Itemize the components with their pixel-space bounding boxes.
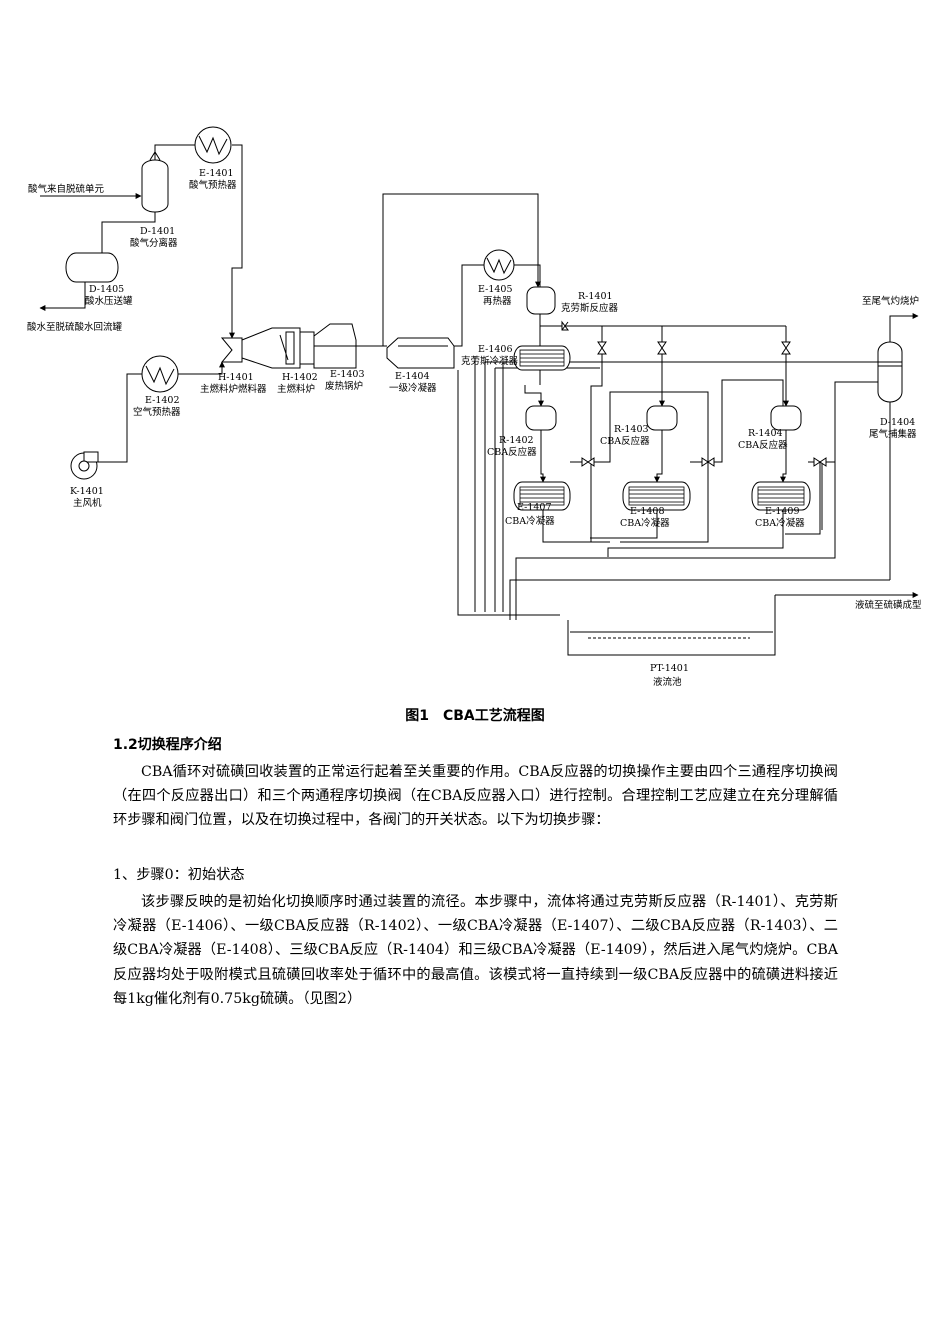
d1401-separator-icon [141,151,169,213]
e1406-id: E-1406 [478,344,513,355]
r1404-id: R-1404 [748,428,783,439]
e1407-condenser-icon [513,481,571,511]
e1402-heater-icon [141,355,179,393]
r1404-reactor-icon [770,405,802,431]
e1407-name: CBA冷凝器 [505,515,555,527]
e1403-id: E-1403 [330,369,365,380]
h1402-name: 主燃料炉 [277,383,315,395]
figure-caption: 图1 CBA工艺流程图 [405,708,545,724]
e1404-condenser-icon [386,337,455,369]
e1405-name: 再热器 [483,295,512,307]
e1404-name: 一级冷凝器 [389,382,437,394]
paragraph-intro: CBA循环对硫磺回收装置的正常运行起着至关重要的作用。CBA反应器的切换操作主要… [113,764,838,829]
process-flow-diagram: 酸气来自脱硫单元 E-1401 酸气预热器 D-1401 酸气分离器 D-140… [27,126,922,688]
e1408-name: CBA冷凝器 [620,517,670,529]
h1401-burner-icon [220,337,243,363]
r1403-reactor-icon [646,405,678,431]
paragraph-step0: 该步骤反映的是初始化切换顺序时通过装置的流径。本步骤中，流体将通过克劳斯反应器（… [113,894,838,1007]
e1401-name: 酸气预热器 [189,179,237,191]
d1401-id: D-1401 [140,226,175,237]
d1405-id: D-1405 [89,284,124,295]
h1402-furnace-icon [241,327,301,369]
d1401-name: 酸气分离器 [130,237,178,249]
e1408-id: E-1408 [630,506,665,517]
section-heading: 1.2切换程序介绍 [113,737,222,753]
d1404-name: 尾气捕集器 [869,428,917,440]
valve-icons [561,320,827,467]
d1405-name: 酸水压送罐 [85,295,133,307]
e1404-id: E-1404 [395,371,430,382]
e1406-name: 克劳斯冷凝器 [461,355,519,367]
e1407-id: E-1407 [517,502,552,513]
pt1401-id: PT-1401 [650,663,689,674]
k1401-name: 主风机 [73,497,102,509]
e1402-name: 空气预热器 [133,406,181,418]
r1403-name: CBA反应器 [600,435,650,447]
pipes-right [457,313,919,630]
sulfur-out-label: 液硫至硫磺成型 [855,599,922,611]
k1401-blower-icon [70,451,99,480]
r1404-name: CBA反应器 [738,439,788,451]
r1402-name: CBA反应器 [487,446,537,458]
e1401-id: E-1401 [199,168,234,179]
to-incinerator-label: 至尾气灼烧炉 [862,295,919,307]
e1409-condenser-icon [751,481,811,511]
acid-gas-feed-label: 酸气来自脱硫单元 [28,183,105,195]
pt1401-name: 液流池 [653,676,682,688]
sour-water-out-label: 酸水至脱硫酸水回流罐 [27,321,123,333]
e1409-id: E-1409 [765,506,800,517]
r1402-id: R-1402 [499,435,534,446]
e1401-heater-icon [194,126,232,164]
r1401-reactor-icon [526,286,556,315]
d1404-coalescer-icon [877,341,903,403]
step0-heading: 1、步骤0：初始状态 [113,867,245,883]
e1406-condenser-icon [513,345,571,371]
k1401-id: K-1401 [70,486,104,497]
e1402-id: E-1402 [145,395,180,406]
e1403-name: 废热锅炉 [325,380,363,392]
e1405-heater-icon [483,249,515,281]
d1404-id: D-1404 [880,417,915,428]
e1403-boiler-icon [299,323,357,369]
r1401-id: R-1401 [578,291,613,302]
h1402-id: H-1402 [282,372,318,383]
h1401-id: H-1401 [218,372,254,383]
r1403-id: R-1403 [614,424,649,435]
r1401-name: 克劳斯反应器 [561,302,619,314]
e1408-condenser-icon [622,481,691,511]
diagram-labels: 酸气来自脱硫单元 E-1401 酸气预热器 D-1401 酸气分离器 D-140… [27,168,922,688]
r1402-reactor-icon [525,405,557,431]
pt1401-pit-icon [567,620,776,656]
e1405-id: E-1405 [478,284,513,295]
h1401-name: 主燃料炉燃料器 [200,383,267,395]
d1405-tank-icon [65,252,119,283]
e1409-name: CBA冷凝器 [755,517,805,529]
